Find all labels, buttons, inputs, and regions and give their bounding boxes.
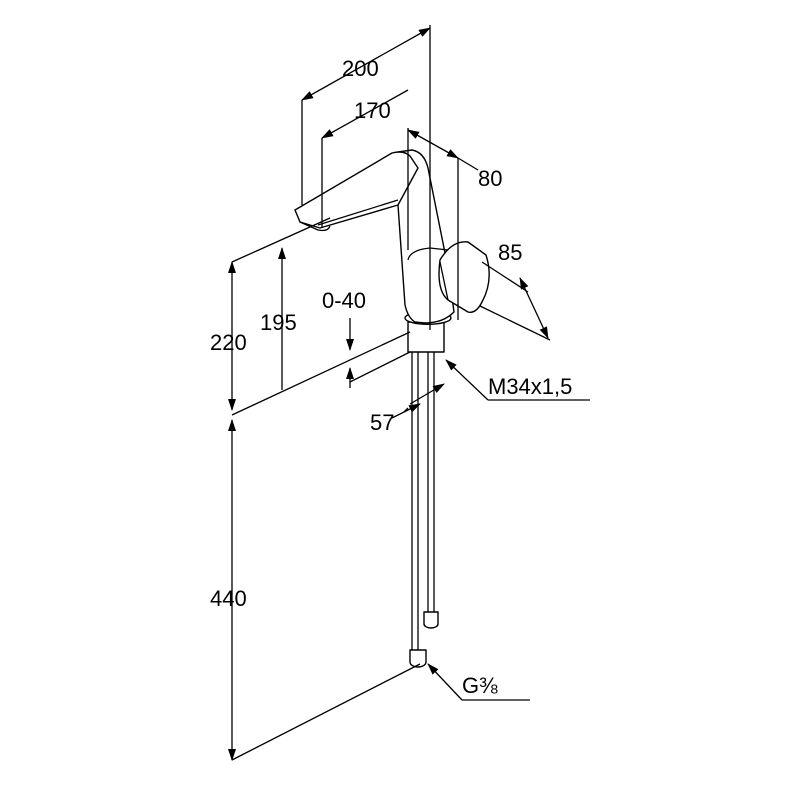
dim-195: 195 — [260, 310, 297, 335]
dim-80: 80 — [478, 166, 502, 191]
dim-thread: M34x1,5 — [488, 374, 572, 399]
dim-220: 220 — [210, 330, 247, 355]
dim-170: 170 — [354, 98, 391, 123]
dim-0-40: 0-40 — [322, 288, 366, 313]
lever-handle — [438, 241, 490, 313]
dim-57: 57 — [370, 410, 394, 435]
dimension-labels: 200 170 80 85 220 195 0-40 M34x1,5 57 44… — [210, 56, 572, 698]
supply-hoses — [409, 350, 439, 668]
dim-85: 85 — [498, 240, 522, 265]
faucet-body — [294, 149, 490, 353]
dim-440: 440 — [210, 586, 247, 611]
dimension-lines — [228, 25, 590, 761]
dim-200: 200 — [342, 56, 379, 81]
dim-connection: G⅜ — [462, 673, 498, 698]
